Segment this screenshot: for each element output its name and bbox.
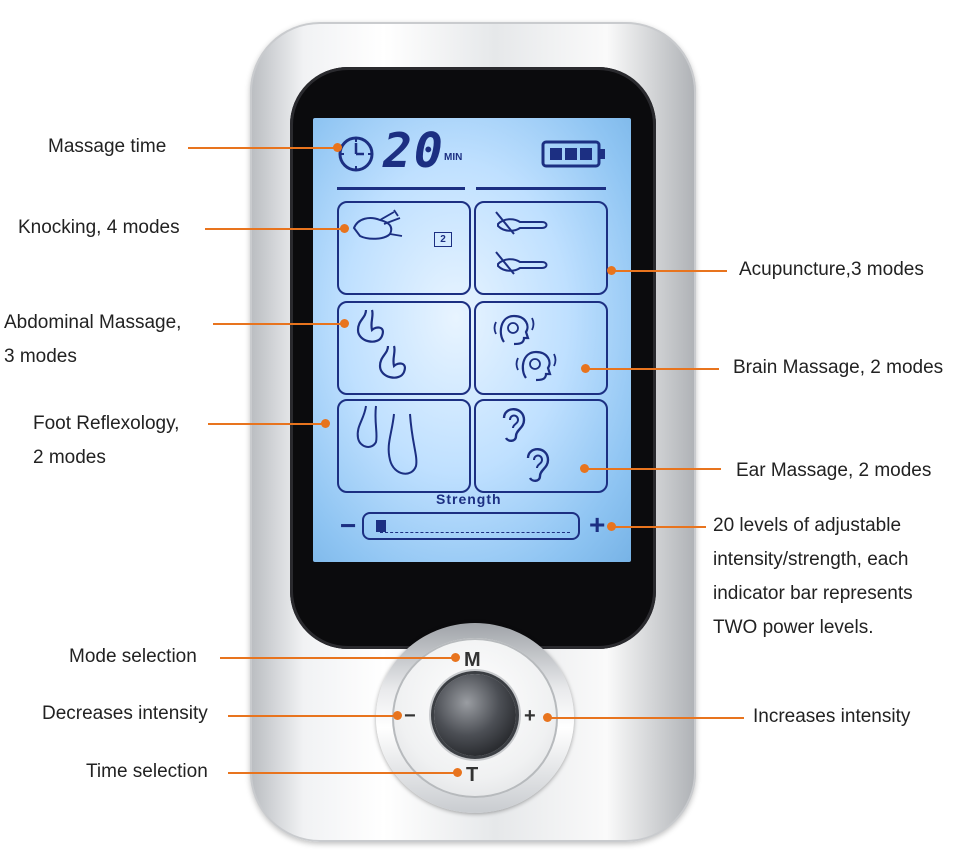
leader-dot [451,653,460,662]
label-levels: 20 levels of adjustable intensity/streng… [713,509,953,645]
label-levels-line2: intensity/strength, each [713,549,909,570]
strength-plus-indicator: + [589,509,606,540]
mode-panel-acupuncture [474,201,608,295]
leader-increases [548,717,744,719]
label-time-selection: Time selection [86,761,208,782]
leader-dot [321,419,330,428]
mode-panel-knocking [337,201,471,295]
label-levels-line1: 20 levels of adjustable [713,515,902,536]
leader-time-selection [228,772,458,774]
label-foot: Foot Reflexology, 2 modes [33,407,179,475]
feet-icon [356,405,418,475]
power-button[interactable] [434,674,516,756]
leader-decreases [228,715,398,717]
stomach-icon [378,345,406,379]
clock-icon [338,136,374,172]
label-abdominal-line2: 3 modes [4,346,77,367]
acupuncture-hand-icon [495,211,548,235]
lcd-divider-left [337,187,465,190]
label-levels-line3: indicator bar represents [713,583,913,604]
stomach-icon [356,309,384,343]
strength-bar-fill [376,520,386,532]
battery-icon [541,140,605,168]
leader-dot [581,364,590,373]
increase-button[interactable]: + [524,705,536,727]
leader-knocking [205,228,345,230]
label-abdominal-line1: Abdominal Massage, [4,312,182,333]
leader-levels [612,526,706,528]
label-ear: Ear Massage, 2 modes [736,460,932,481]
timer-unit: MIN [444,152,463,163]
head-icon [493,314,535,346]
leader-abdominal [213,323,345,325]
leader-dot [393,711,402,720]
mode-number-badge: 2 [434,232,452,247]
mode-panel-brain [474,301,608,395]
label-knocking: Knocking, 4 modes [18,217,180,238]
leader-dot [543,713,552,722]
label-massage-time: Massage time [48,136,167,157]
label-acupuncture: Acupuncture,3 modes [739,259,924,280]
mode-panel-abdominal [337,301,471,395]
strength-minus-indicator: − [340,510,357,541]
leader-brain [586,368,719,370]
leader-dot [340,319,349,328]
knocking-hand-icon [352,209,403,240]
label-brain: Brain Massage, 2 modes [733,357,944,378]
label-foot-line1: Foot Reflexology, [33,413,180,434]
leader-acupuncture [612,270,727,272]
ear-icon [526,448,550,482]
ear-icon [502,408,526,442]
leader-mode-selection [220,657,456,659]
leader-dot [453,768,462,777]
leader-foot [208,423,326,425]
leader-dot [607,266,616,275]
mode-panel-foot [337,399,471,493]
label-levels-line4: TWO power levels. [713,617,874,638]
strength-bar-track [380,532,570,533]
leader-massage-time [188,147,338,149]
label-foot-line2: 2 modes [33,447,106,468]
strength-title: Strength [436,491,502,507]
head-icon [515,350,557,382]
time-button[interactable]: T [466,764,479,786]
mode-panel-ear [474,399,608,493]
label-mode-selection: Mode selection [69,646,197,667]
strength-bar [362,512,580,540]
leader-dot [340,224,349,233]
label-abdominal: Abdominal Massage, 3 modes [4,306,181,374]
acupuncture-hand-icon [495,251,548,275]
lcd-divider-right [476,187,606,190]
label-decreases: Decreases intensity [42,703,208,724]
leader-ear [585,468,721,470]
decrease-button[interactable]: − [404,705,416,727]
mode-button[interactable]: M [464,649,481,671]
leader-dot [580,464,589,473]
leader-dot [333,143,342,152]
timer-readout: 20 [383,123,445,179]
leader-dot [607,522,616,531]
label-increases: Increases intensity [753,706,911,727]
